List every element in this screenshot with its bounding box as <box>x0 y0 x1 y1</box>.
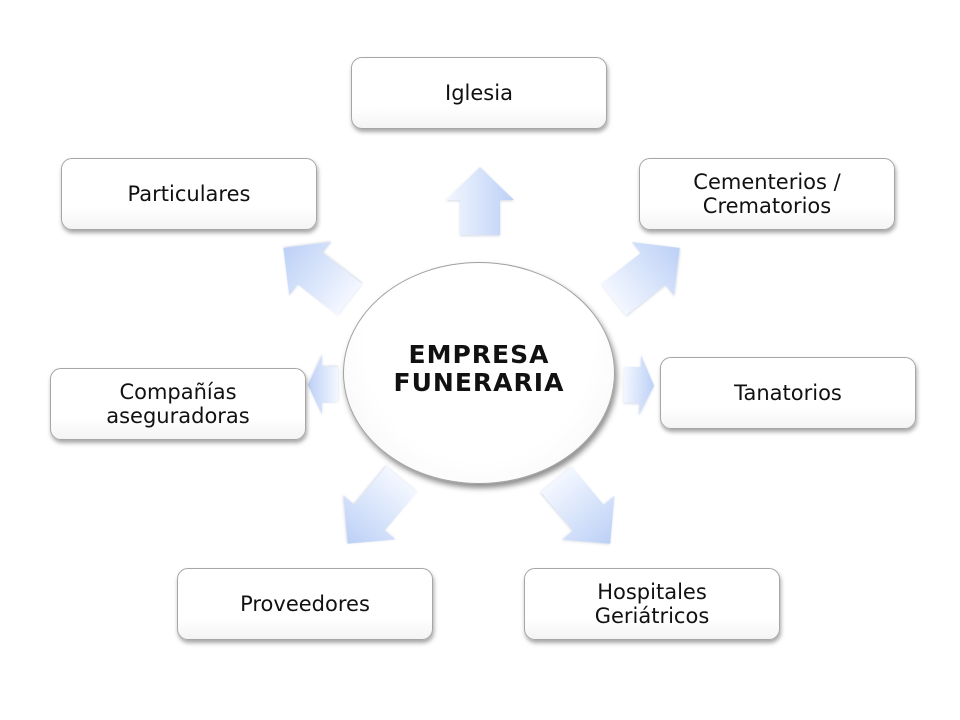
node-particulares: Particulares <box>61 158 317 230</box>
center-label: EMPRESA FUNERARIA <box>393 340 565 397</box>
node-label: Cementerios / Crematorios <box>693 170 841 218</box>
arrow-to-particulares <box>283 242 362 316</box>
node-companias-aseguradoras: Compañías aseguradoras <box>50 368 306 440</box>
arrow-to-iglesia <box>446 167 514 235</box>
node-label: Iglesia <box>445 81 513 105</box>
arrow-to-tanatorios <box>623 355 654 416</box>
node-label: Proveedores <box>240 592 370 616</box>
node-tanatorios: Tanatorios <box>660 357 916 429</box>
node-label: Tanatorios <box>734 381 842 405</box>
arrow-to-companias <box>308 355 338 415</box>
node-proveedores: Proveedores <box>177 568 433 640</box>
arrow-to-cementerios <box>601 242 680 316</box>
node-label: Compañías aseguradoras <box>106 380 250 428</box>
node-hospitales-geriatricos: Hospitales Geriátricos <box>524 568 780 640</box>
node-cementerios-crematorios: Cementerios / Crematorios <box>639 158 895 230</box>
node-label: Hospitales Geriátricos <box>594 580 710 628</box>
node-iglesia: Iglesia <box>351 57 607 129</box>
arrow-to-proveedores <box>343 466 418 544</box>
center-ellipse: EMPRESA FUNERARIA <box>343 262 615 484</box>
arrow-to-hospitales <box>540 466 615 544</box>
node-label: Particulares <box>127 182 251 206</box>
